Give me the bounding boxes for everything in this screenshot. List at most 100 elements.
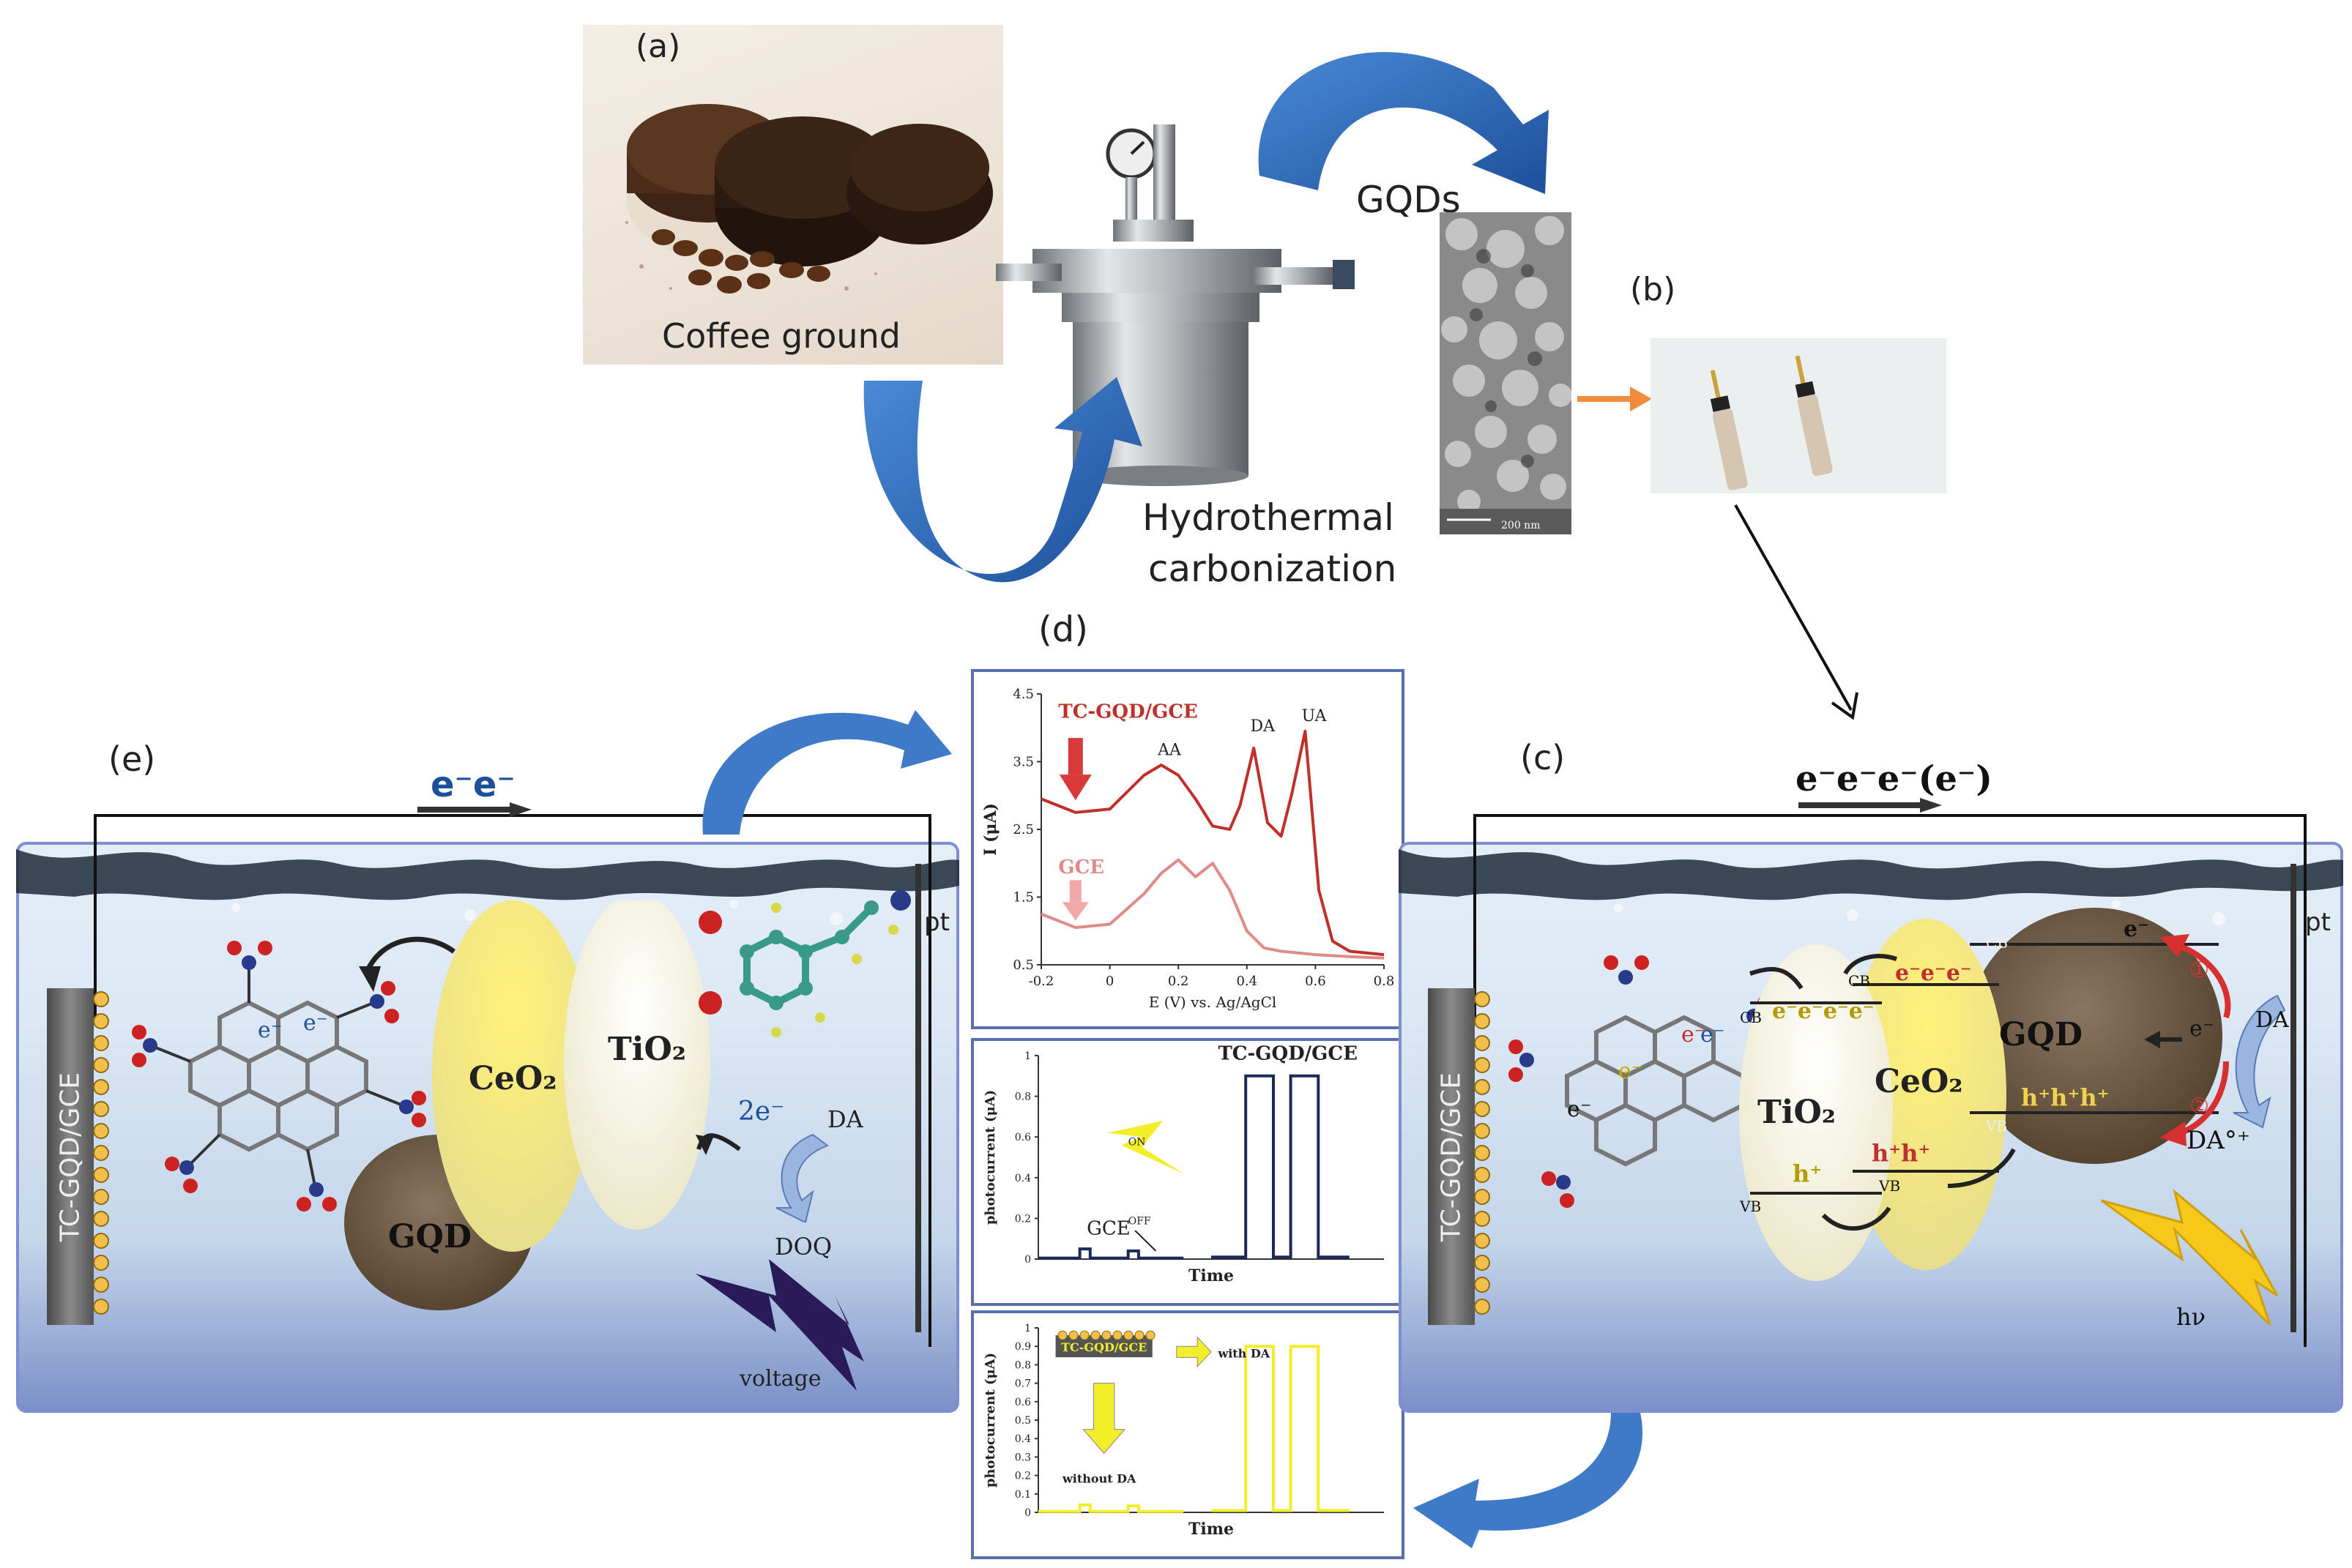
panel-c-surface xyxy=(1399,849,2343,925)
hydrothermal-label-1: Hydrothermal xyxy=(1142,496,1394,539)
black-arrow xyxy=(1734,504,1858,720)
panel-e-tag: (e) xyxy=(108,739,156,779)
series-line-1 xyxy=(1038,1503,1184,1513)
series-line-1 xyxy=(1038,1247,1184,1260)
series-line-0 xyxy=(1211,1345,1350,1512)
annotation-on: ON xyxy=(1128,1136,1146,1148)
panel-c-mol-e4: e⁻ xyxy=(1700,1022,1725,1048)
y-axis-label: I (μA) xyxy=(981,803,1000,856)
hydrothermal-label-2: carbonization xyxy=(1148,548,1397,590)
y-tick-label: 1 xyxy=(1024,1050,1031,1062)
panel-c-mol-e3: e⁻ xyxy=(1681,1022,1706,1048)
panel-e-electrode-beads xyxy=(93,991,109,1315)
panel-e-pt-label: pt xyxy=(924,908,950,937)
panel-c-electrode xyxy=(1428,988,1475,1325)
series-label-tc-gqd: TC-GQD/GCE xyxy=(1218,1043,1357,1065)
panel-c-da-ox-label: DA°⁺ xyxy=(2187,1126,2250,1155)
panel-c-pt-label: pt xyxy=(2305,908,2331,937)
panel-c-ceo2-cb: CB xyxy=(1848,972,1870,990)
panel-c-tio2-vb: VB xyxy=(1740,1198,1762,1215)
panel-e-electrode xyxy=(47,988,94,1325)
legend-gce: GCE xyxy=(1058,856,1104,878)
series-label-gce: GCE xyxy=(1087,1218,1131,1240)
with-da-arrow xyxy=(1176,1336,1212,1368)
panel-c-mol-e1: e⁻ xyxy=(1567,1097,1592,1122)
panel-c-tio2-label: TiO₂ xyxy=(1757,1094,1836,1131)
y-tick-label: 0.8 xyxy=(1015,1359,1031,1371)
panel-c-electron-arrow xyxy=(1798,798,1942,813)
off-arrow xyxy=(1134,1230,1157,1252)
panel-c-electrode-beads xyxy=(1474,991,1490,1315)
panel-c-e-da: e⁻ xyxy=(2189,1016,2214,1042)
y-tick-label: 3.5 xyxy=(1013,755,1034,770)
annotation-ua: UA xyxy=(1302,707,1328,725)
y-tick-label: 0.8 xyxy=(1015,1091,1031,1103)
panel-c-tio2-cb: CB xyxy=(1740,1009,1762,1026)
coffee-ground-illustration xyxy=(625,104,993,294)
series-line-1 xyxy=(1041,858,1385,960)
top-curved-arrows xyxy=(863,52,1549,583)
electrode-bead xyxy=(1112,1330,1123,1340)
y-tick-label: 1 xyxy=(1024,1323,1031,1334)
x-axis-label: E (V) vs. Ag/AgCl xyxy=(1149,993,1277,1011)
annotation-electrode: TC-GQD/GCE xyxy=(1061,1340,1147,1354)
panel-e-electrons: e⁻e⁻ xyxy=(431,764,516,805)
electrode-bead xyxy=(1068,1330,1079,1340)
y-tick-label: 0.7 xyxy=(1015,1378,1031,1390)
panel-c-circuit xyxy=(1473,814,2307,1347)
x-axis-label: Time xyxy=(1188,1266,1234,1285)
y-axis-label: photocurrent (μA) xyxy=(983,1090,998,1225)
panel-c-da-label: DA xyxy=(2255,1007,2289,1033)
panel-c-tio2-hole: h⁺ xyxy=(1793,1160,1823,1187)
panel-c-nitro-molecule xyxy=(1508,955,1772,1208)
electrode-bead xyxy=(1057,1330,1068,1340)
y-tick-label: 0.6 xyxy=(1015,1397,1031,1408)
panel-e-electrode-label: TC-GQD/GCE xyxy=(55,1072,86,1242)
annotation-aa: AA xyxy=(1157,741,1182,759)
legend-arrow-1-head xyxy=(1059,774,1092,801)
panel-c-ceo2-holes: h⁺h⁺ xyxy=(1872,1139,1931,1167)
x-tick-label: -0.2 xyxy=(1029,974,1054,989)
y-tick-label: 0 xyxy=(1024,1254,1031,1266)
panel-c-light-bolt xyxy=(2101,1188,2279,1326)
panel-e-da-label: DA xyxy=(827,1105,863,1133)
y-tick-label: 0.2 xyxy=(1015,1213,1031,1225)
panel-e-gqd-label: GQD xyxy=(388,1218,472,1255)
y-tick-label: 0.2 xyxy=(1015,1471,1031,1482)
panel-c-electrode-label: TC-GQD/GCE xyxy=(1436,1072,1467,1242)
panel-a-tag: (a) xyxy=(636,28,681,65)
panel-e-2e-label: 2e⁻ xyxy=(738,1097,785,1127)
panel-c-gqd-holes: h⁺h⁺h⁺ xyxy=(2021,1083,2110,1111)
panel-c-hv-label: hν xyxy=(2176,1303,2206,1331)
y-tick-label: 0.4 xyxy=(1015,1433,1031,1445)
y-tick-label: 0.3 xyxy=(1015,1452,1031,1463)
panel-e-da-arrow xyxy=(696,1133,830,1222)
x-axis-label: Time xyxy=(1188,1520,1234,1539)
legend-arrow-2 xyxy=(1069,880,1082,903)
panel-e-nitro-molecule xyxy=(132,941,426,1212)
annotation-without-da: without DA xyxy=(1062,1472,1136,1486)
arrow-c-to-d xyxy=(1413,1413,1643,1548)
panel-e-ceo2-label: CeO₂ xyxy=(469,1060,557,1097)
x-tick-label: 0.2 xyxy=(1168,974,1189,989)
panel-c-step2: ② xyxy=(2189,1094,2209,1119)
chart-box-1 xyxy=(971,669,1404,1029)
y-tick-label: 0.6 xyxy=(1015,1132,1031,1143)
chart-box-2 xyxy=(971,1038,1404,1306)
y-tick-label: 0.5 xyxy=(1013,957,1034,973)
sem-scale-bar: 200 nm xyxy=(1501,520,1541,531)
panel-c-electrons: e⁻e⁻e⁻(e⁻) xyxy=(1795,758,1992,799)
electrode-bead xyxy=(1090,1330,1101,1340)
x-tick-label: 0.6 xyxy=(1305,974,1326,989)
panel-c-ceo2-label: CeO₂ xyxy=(1875,1063,1963,1100)
series-line-0 xyxy=(1211,1074,1350,1259)
panel-c-gqd-label: GQD xyxy=(1999,1016,2083,1053)
x-tick-label: 0.8 xyxy=(1374,974,1395,989)
panel-e-tio2-label: TiO₂ xyxy=(608,1031,687,1068)
photocurrent-chart-da: 00.10.20.30.40.50.60.70.80.91Timephotocu… xyxy=(983,1323,1384,1539)
sem-image xyxy=(1440,212,1571,534)
x-tick-label: 0 xyxy=(1106,974,1114,989)
coffee-ground-label: Coffee ground xyxy=(662,316,901,356)
